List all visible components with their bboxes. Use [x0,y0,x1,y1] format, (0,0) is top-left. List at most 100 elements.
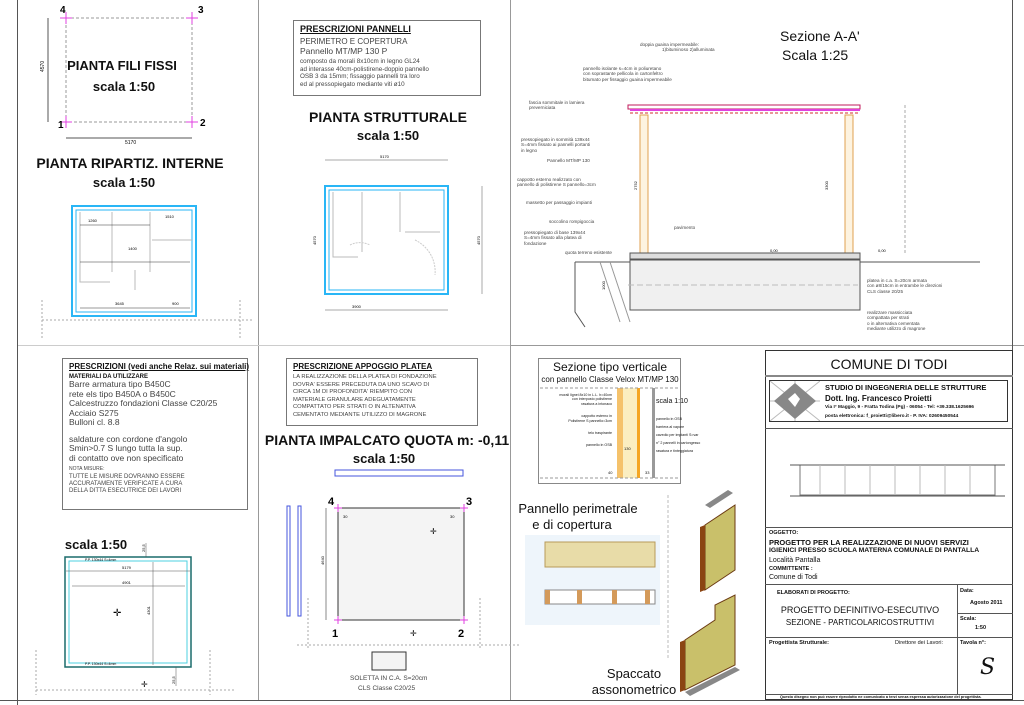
strutturale-title: PIANTA STRUTTURALE [309,109,467,125]
fili-fissi-scale: scala 1:50 [92,79,156,94]
dim-label-top: 25,5 [141,543,146,552]
title-block [765,350,1013,700]
label: fascia sommitale in lamiera [529,100,585,105]
impalcato-scale: scala 1:50 [352,451,416,466]
platea-line: CIRCA 1M DI PROFONDITA' RIEMPITO CON [293,389,413,396]
tb-divider [957,613,1013,614]
fili-fissi-title: PIANTA FILI FISSI [67,58,177,73]
dim-label: 900 [172,301,179,306]
label: realizzare massicciata [867,310,913,315]
platea-line: MATERIALE GRANULARE ADEGUATAMENTE [293,396,416,403]
platea-heading: PRESCRIZIONE APPOGGIO PLATEA [293,362,433,371]
tb-divider [765,694,1013,695]
pannelli-heading: PRESCRIZIONI PANNELLI [300,24,411,34]
pannelli-desc: OSB 3 da 15mm; fissaggio pannelli tra lo… [300,73,420,80]
studio-box [769,380,1008,422]
nota-line: DELLA DITTA ESECUTRICE DEI LAVORI [69,488,182,494]
studio-address: Via I° Maggio, 9 - Fratta Todina (Pg) - … [825,405,974,410]
dim-label: 4640 [320,555,325,565]
sez-vert-subtitle: con pannello Classe Velox MT/MP 130 [541,375,679,384]
localita: Località Pantalla [769,557,821,564]
crosshair-icon: ✛ [113,608,121,619]
label: o in alternativa cementata [867,320,920,326]
scala-label: Scala: [960,616,977,622]
label: platea in c.a. S=20cm armata [867,278,927,283]
label: Polistirene S pannello=3cm [568,418,612,423]
label: telo traspirante [588,431,612,436]
dim-label: 2752 [633,180,638,190]
ripartiz-plan: 1260 1510 1400 3645 900 [41,205,252,340]
corner-label: 4 [328,496,335,508]
corner-label: 1 [58,120,64,131]
elaborati-label: ELABORATI DI PROGETTO: [777,590,850,596]
dim: 33 [645,470,650,475]
building-elevation [790,464,1005,497]
label: con interposto polistirene [572,397,612,402]
label: rasatura e tinteggiatura [656,449,693,453]
materiali-label: MATERIALI DA UTILIZZARE [69,374,148,380]
label: pavimento [674,225,696,230]
dim-label: 1510 [165,214,175,219]
pannelli-line: PERIMETRO E COPERTURA [300,37,408,46]
platea-line: DOVRA' ESSERE PRECEDUTA DA UNO SCAVO DI [293,381,430,388]
label: mediante utilizzo di magrone [867,326,926,332]
dim-label: 1000 [601,280,606,290]
tb-divider [765,584,1013,585]
label: barriera al vapore [656,425,685,429]
nota-label: NOTA MISURE: [69,466,105,472]
corner-label: 2 [200,118,206,129]
label: pannello in OSB [586,443,612,448]
committente-label: COMMITTENTE : [769,566,813,572]
label: in legno [521,147,538,153]
ripartiz-scale: scala 1:50 [92,175,156,190]
corner-label: 3 [198,5,204,16]
studio-email: posta elettronica: f_proietti@libero.it … [825,414,959,419]
elaborati-1: PROGETTO DEFINITIVO-ESECUTIVO [780,605,940,615]
dim-label: 3645 [115,301,125,306]
elaborati-2: SEZIONE - PARTICOLARICOSTRUTTIVI [785,618,935,627]
strutturale-scale: scala 1:50 [356,128,420,143]
divider-1 [258,0,259,700]
corner-label: 1 [332,628,338,640]
sezione-scale: Scala 1:25 [782,47,849,63]
comune-title: COMUNE DI TODI [830,356,948,372]
label: soccolino rompigoccia [549,219,595,224]
impalcato-title: PIANTA IMPALCATO QUOTA m: -0,11 [264,432,510,448]
label: rasatura a intonaco [581,401,612,406]
dim-label: 4301 [146,605,151,615]
materiale-line: Barre armatura tipo B450C [69,379,171,389]
data-value: Agosto 2011 [970,600,1003,606]
dim-label: 5179 [122,565,132,570]
tb-divider [765,428,1013,429]
label: compattata per strati [867,315,909,321]
sez-vert-title: Sezione tipo verticale [552,360,668,374]
materiale-line: Bulloni cl. 8.8 [69,417,120,427]
label: pannello isolante s=4cm in poliuretano [583,66,662,71]
label: S=4mm fissato ai pannelli portanti [521,142,591,148]
platea-line: COMPATTATO PER STRATI O IN ALTENATIVA [293,404,416,411]
studio-name: STUDIO DI INGEGNERIA DELLE STRUTTURE [825,383,987,392]
panel-detail-image [525,495,669,660]
structural-plan: 5170 3900 4570 4570 [312,154,483,311]
oggetto-line-1: PROGETTO PER LA REALIZZAZIONE DI NUOVI S… [769,538,969,547]
platea-line: CEMENTATO MEDIANTE UTILIZZO DI MAGRONE [293,411,427,418]
dim-label: 1400 [128,246,138,251]
sez-vert-left-labels: morali lignei 8x10 in L.L. h=40cm con in… [540,393,612,448]
tavola-label: Tavola n°: [960,640,986,646]
label: CLS classe 20/25 [867,288,904,294]
prescrizioni-box: PRESCRIZIONI (vedi anche Relaz. sui mate… [62,358,249,510]
dim-label: 4570 [40,61,46,72]
label: bitumato per fissaggio guaina impermeabi… [583,76,672,82]
label: cavedio per impianti S=var [656,433,699,437]
oggetto-line-2: IGIENICI PRESSO SCUOLA MATERNA COMUNALE … [769,547,980,554]
data-label: Data: [960,588,974,594]
axonometric-panels [680,490,740,696]
label: con soprastante pellicola in cartonfeltr… [583,71,663,77]
label: massetto per passaggio impianti [526,200,592,205]
tb-divider [765,527,1013,528]
label: fondazione [524,240,547,246]
pannelli-desc: ed al pressopiegato mediante viti ø10 [300,80,405,88]
engineer-name: Dott. Ing. Francesco Proietti [825,394,932,403]
label: cappotto esterno realizzato con [517,177,581,182]
pannelli-box: PRESCRIZIONI PANNELLI PERIMETRO E COPERT… [293,20,481,96]
